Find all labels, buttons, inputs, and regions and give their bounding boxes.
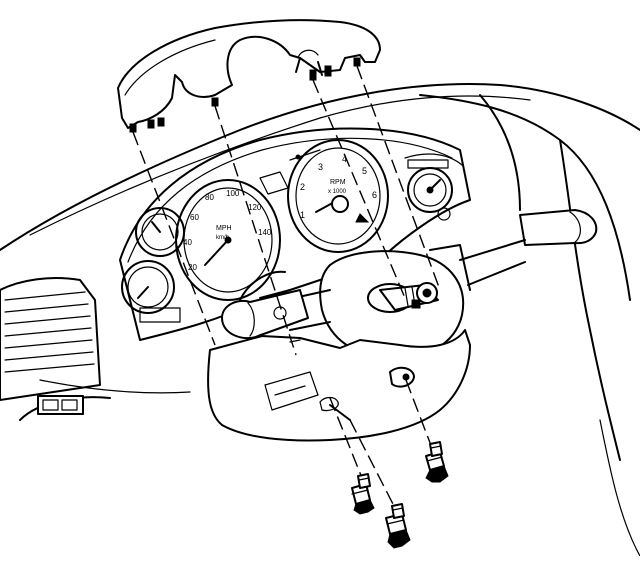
tach-tick: 6: [372, 190, 377, 200]
tachometer: 1 2 3 4 5 6 RPM x 1000: [287, 139, 389, 253]
tach-tick: 5: [362, 166, 367, 176]
screw-icon: [425, 441, 449, 483]
right-gauges: [404, 153, 463, 221]
alignment-lines: [132, 65, 441, 509]
screw-icon: [385, 503, 411, 549]
tach-tick: 4: [342, 154, 347, 164]
speedo-label-line1: MPH: [216, 225, 232, 232]
speedo-tick: 140: [258, 228, 272, 237]
speedometer: 20 40 60 80 100 120 140 MPH km/h: [175, 179, 281, 301]
tach-label-line2: x 1000: [328, 189, 347, 195]
screw-icon: [351, 473, 375, 515]
turn-signal-stalk: [429, 209, 598, 291]
wiper-stalk: [221, 270, 309, 340]
fuel-gauge: [121, 260, 181, 323]
speedo-tick: 80: [205, 193, 214, 202]
tach-tick: 3: [318, 162, 323, 172]
speedo-tick: 60: [190, 213, 199, 222]
speedo-tick: 20: [188, 263, 197, 272]
tach-label-line1: RPM: [330, 179, 346, 186]
warning-lights: [259, 149, 321, 195]
air-vent: [0, 277, 101, 415]
steering-column: [284, 250, 465, 360]
speedo-tick: 100: [226, 189, 240, 198]
speedo-tick: 40: [183, 238, 192, 247]
speedo-label-line2: km/h: [216, 235, 229, 241]
upper-steering-column-cover: [117, 19, 381, 133]
instrument-cluster: 20 40 60 80 100 120 140 MPH km/h 1 2 3 4…: [119, 127, 471, 341]
dashboard: [0, 83, 640, 557]
tach-tick: 2: [300, 182, 305, 192]
tach-tick: 1: [300, 210, 305, 220]
speedo-tick: 120: [248, 203, 262, 212]
lower-steering-column-cover: [207, 329, 471, 442]
